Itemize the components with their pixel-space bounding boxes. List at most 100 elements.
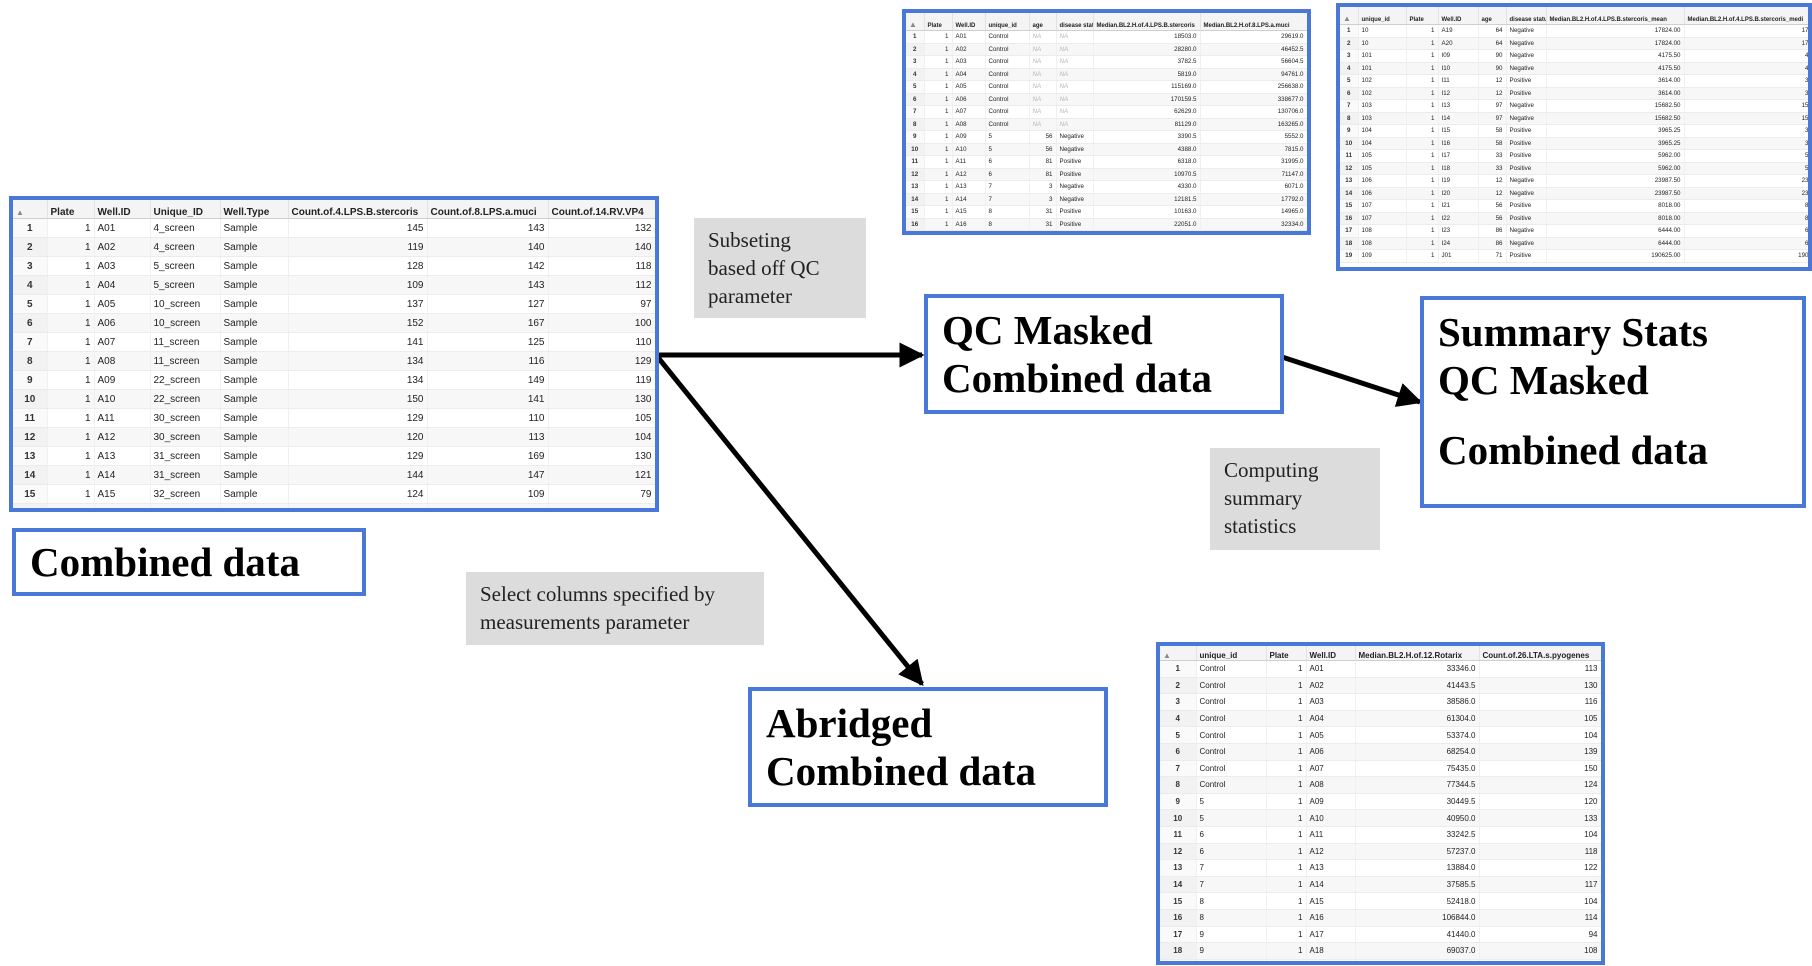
- column-header[interactable]: ▲: [906, 13, 925, 31]
- table-cell: 150: [1479, 760, 1601, 778]
- table-cell: 107: [1358, 199, 1407, 213]
- table-cell: 1: [1266, 959, 1307, 961]
- row-number: 7: [1340, 99, 1359, 113]
- column-header[interactable]: Count.of.4.LPS.B.stercoris: [288, 200, 428, 219]
- table-cell: Control: [1196, 660, 1267, 678]
- table-cell: 103: [1358, 99, 1407, 113]
- table-cell: A03: [1306, 693, 1356, 711]
- column-header[interactable]: Median.BL2.H.of.4.LPS.B.stercoris: [1093, 13, 1201, 31]
- column-header[interactable]: unique_id: [1196, 646, 1267, 661]
- column-header[interactable]: Well.Type: [220, 200, 289, 219]
- table-cell: Control: [1196, 776, 1267, 794]
- table-cell: 41440.0: [1355, 926, 1480, 944]
- table-cell: 3614.00: [1546, 74, 1685, 88]
- column-header[interactable]: ▲: [13, 200, 48, 219]
- table-cell: 1: [1266, 776, 1307, 794]
- table-cell: 101: [548, 503, 655, 508]
- table-cell: 75435.0: [1355, 760, 1480, 778]
- column-header[interactable]: Well.ID: [1438, 7, 1479, 25]
- column-header[interactable]: Well.ID: [94, 200, 151, 219]
- table-cell: 108: [1358, 224, 1407, 238]
- table-cell: Sample: [220, 218, 289, 238]
- column-header[interactable]: Unique_ID: [150, 200, 221, 219]
- column-header[interactable]: disease status: [1056, 13, 1094, 31]
- column-header[interactable]: ▲: [1340, 7, 1359, 25]
- column-header[interactable]: ▲: [1160, 646, 1197, 661]
- row-number: 17: [1160, 926, 1197, 944]
- column-header[interactable]: Median.BL2.H.of.8.LPS.a.muci: [1200, 13, 1307, 31]
- row-number: 6: [906, 93, 925, 106]
- column-header[interactable]: Median.BL2.H.of.4.LPS.B.stercoris_mean: [1546, 7, 1685, 25]
- table-cell: NA: [1029, 105, 1057, 119]
- column-header[interactable]: Plate: [47, 200, 95, 219]
- column-header[interactable]: age: [1029, 13, 1057, 31]
- row-number: 9: [1160, 793, 1197, 811]
- table-cell: 9: [1196, 942, 1267, 960]
- qc-masked-label: QC Masked Combined data: [924, 294, 1284, 414]
- table-cell: 152: [288, 313, 428, 333]
- sort-arrow-icon[interactable]: ▲: [1163, 651, 1171, 660]
- row-number: 1: [1340, 24, 1359, 38]
- column-header[interactable]: Count.of.14.RV.VP4: [548, 200, 655, 219]
- column-header[interactable]: Plate: [924, 13, 953, 31]
- table-cell: 13884.0: [1355, 859, 1480, 877]
- table-cell: A14: [1306, 876, 1356, 894]
- row-number: 16: [1160, 909, 1197, 927]
- table-cell: 3965.25: [1546, 137, 1685, 150]
- table-cell: 104: [1358, 124, 1407, 138]
- row-number: 19: [1160, 959, 1197, 961]
- column-header[interactable]: Well.ID: [1306, 646, 1356, 661]
- sort-arrow-icon[interactable]: ▲: [1343, 14, 1351, 23]
- table-cell: Sample: [220, 237, 289, 257]
- table-cell: 4: [1684, 62, 1808, 75]
- table-cell: 140: [427, 237, 549, 257]
- row-number: 2: [13, 237, 48, 257]
- table-cell: A02: [952, 43, 986, 56]
- table-cell: Control: [1196, 743, 1267, 761]
- table-cell: A11: [952, 155, 986, 169]
- table-cell: NA: [1029, 118, 1057, 131]
- column-header[interactable]: unique_id: [1358, 7, 1407, 25]
- table-cell: A16: [1306, 909, 1356, 927]
- column-header[interactable]: Plate: [1266, 646, 1307, 661]
- table-cell: A09: [1306, 793, 1356, 811]
- sort-arrow-icon[interactable]: ▲: [16, 208, 24, 217]
- column-header[interactable]: Plate: [1406, 7, 1439, 25]
- table-cell: 105: [548, 408, 655, 428]
- table-cell: 114: [1479, 909, 1601, 927]
- sort-arrow-icon[interactable]: ▲: [909, 20, 917, 29]
- column-header[interactable]: disease status: [1506, 7, 1547, 25]
- table-cell: 33346.0: [1355, 660, 1480, 678]
- column-header[interactable]: age: [1478, 7, 1507, 25]
- table-cell: Sample: [220, 294, 289, 314]
- table-cell: 8: [1684, 212, 1808, 225]
- table-cell: 107: [1358, 212, 1407, 225]
- column-header[interactable]: Count.of.8.LPS.a.muci: [427, 200, 549, 219]
- column-header[interactable]: Well.ID: [952, 13, 986, 31]
- row-number: 14: [906, 193, 925, 206]
- table-cell: 108: [1479, 942, 1601, 960]
- table-cell: 5962.00: [1546, 149, 1685, 163]
- column-header[interactable]: unique_id: [985, 13, 1030, 31]
- table-cell: 4_screen: [150, 237, 221, 257]
- table-cell: 8: [1684, 199, 1808, 213]
- table-cell: 106: [1358, 187, 1407, 200]
- table-cell: 23: [1684, 187, 1808, 200]
- table-cell: 30_screen: [150, 427, 221, 447]
- table-cell: Positive: [1056, 155, 1094, 169]
- table-cell: Positive: [1506, 212, 1547, 225]
- column-header[interactable]: Count.of.26.LTA.s.pyogenes: [1479, 646, 1601, 661]
- row-number: 6: [13, 313, 48, 333]
- table-cell: 30449.5: [1355, 793, 1480, 811]
- column-header[interactable]: Median.BL2.H.of.4.LPS.B.stercoris_medi: [1684, 7, 1808, 25]
- column-header[interactable]: Median.BL2.H.of.12.Rotarix: [1355, 646, 1480, 661]
- table-cell: 97: [548, 294, 655, 314]
- table-cell: Sample: [220, 465, 289, 485]
